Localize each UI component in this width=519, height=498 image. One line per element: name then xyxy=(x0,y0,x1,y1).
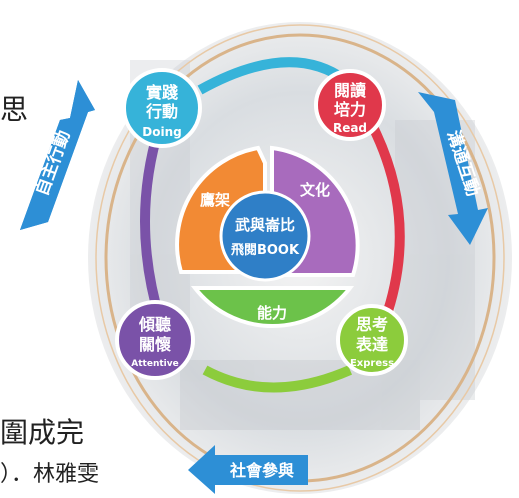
arrow-bottom-label: 社會參與 xyxy=(229,461,294,480)
node-express xyxy=(336,304,408,376)
node-doing-line2: 行動 xyxy=(145,102,178,121)
sector-green-label: 能力 xyxy=(257,304,287,322)
node-attentive-line2: 關懷 xyxy=(139,335,171,354)
arc-express-attentive xyxy=(202,365,353,393)
node-express-line2: 表達 xyxy=(355,335,388,354)
arrow-bottom xyxy=(188,445,308,494)
outer-ring-2 xyxy=(95,24,505,492)
node-read xyxy=(314,69,386,141)
node-attentive-line1: 傾聽 xyxy=(138,315,171,334)
arc-attentive-doing xyxy=(140,123,165,322)
arc-doing-read xyxy=(197,57,348,95)
node-doing xyxy=(122,68,202,148)
node-attentive-en: Attentive xyxy=(131,359,178,369)
side-text-top: 思 xyxy=(0,93,29,126)
side-text-bottom: 圍成完 xyxy=(0,416,85,449)
side-text-bottom2: ）．林雅雯 xyxy=(0,462,100,487)
center-line1: 武與崙比 xyxy=(235,216,295,234)
node-read-line2: 培力 xyxy=(334,100,366,119)
sector-purple-label: 文化 xyxy=(300,181,330,199)
sector-orange-label: 鷹架 xyxy=(200,191,230,209)
arrow-left xyxy=(20,80,95,230)
arc-read-express xyxy=(367,122,405,322)
node-read-en: Read xyxy=(333,121,367,135)
sector-green xyxy=(190,286,355,329)
center-circle xyxy=(219,190,311,282)
node-doing-en: Doing xyxy=(142,125,181,139)
node-express-en: Express xyxy=(350,358,394,369)
node-read-line1: 閱讀 xyxy=(334,81,366,100)
node-express-line1: 思考 xyxy=(356,315,388,334)
node-attentive xyxy=(115,300,195,380)
arrow-right xyxy=(418,92,488,245)
node-doing-line1: 實踐 xyxy=(146,83,178,102)
center-line2: 飛閱BOOK xyxy=(230,243,300,258)
